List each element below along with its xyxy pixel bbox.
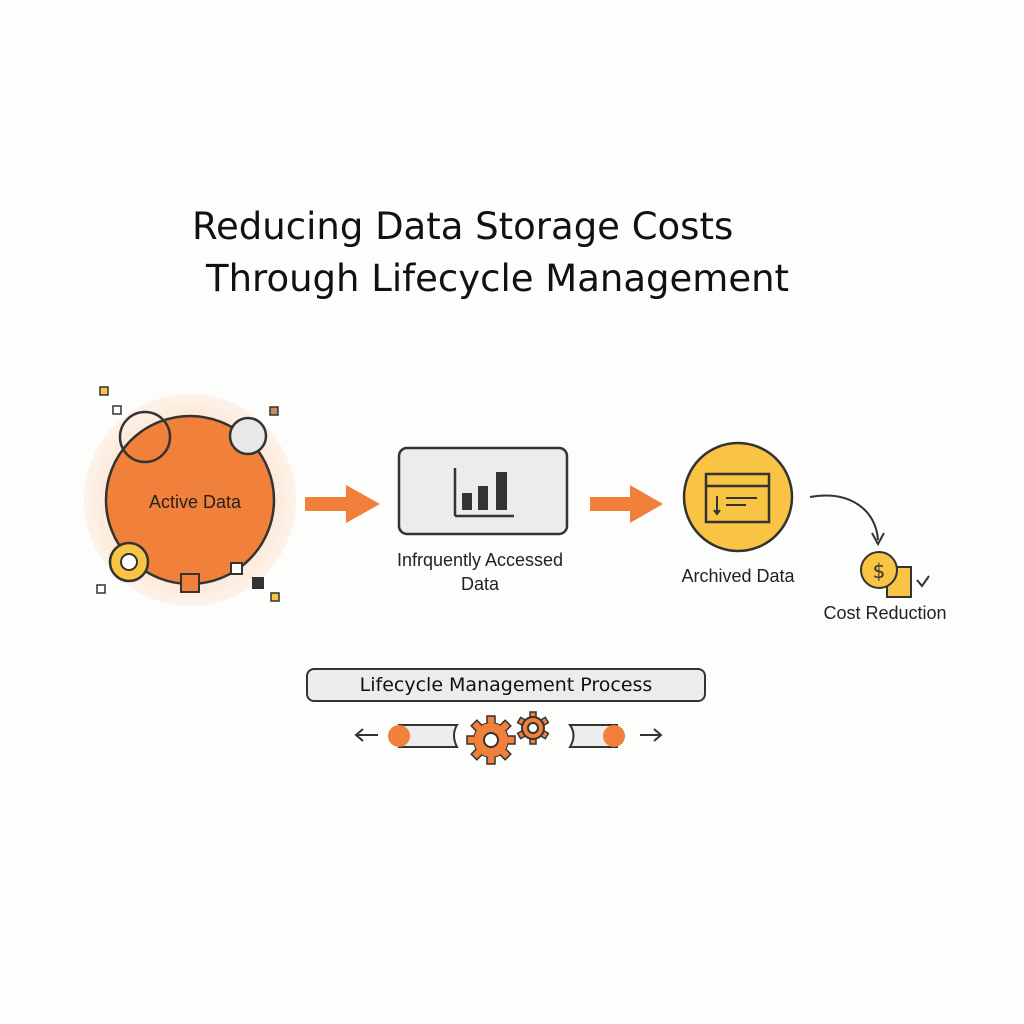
process-icons bbox=[354, 724, 663, 748]
gears-icon bbox=[466, 711, 550, 765]
lifecycle-process-box: Lifecycle Management Process bbox=[306, 668, 706, 702]
arrow-right-icon bbox=[590, 485, 663, 523]
infrequent-data-label: Infrquently Accessed Data bbox=[370, 548, 590, 596]
cost-reduction-label: Cost Reduction bbox=[823, 603, 947, 623]
page-title-line1: Reducing Data Storage Costs bbox=[192, 205, 734, 248]
bar-chart-icon bbox=[397, 446, 569, 536]
archived-data-label: Archived Data bbox=[681, 566, 795, 586]
curved-arrow-icon bbox=[809, 494, 885, 547]
page-title-line2: Through Lifecycle Management bbox=[206, 257, 790, 300]
archive-window-icon bbox=[682, 441, 794, 553]
infrequent-data-label-line1: Infrquently Accessed bbox=[396, 550, 564, 570]
dollar-coin-icon: $ bbox=[860, 551, 930, 598]
arrow-right-icon bbox=[305, 485, 380, 523]
active-data-icon bbox=[84, 386, 296, 606]
svg-text:$: $ bbox=[873, 559, 886, 583]
infrequent-data-label-line2: Data bbox=[460, 574, 500, 594]
active-data-label: Active Data bbox=[148, 492, 242, 512]
